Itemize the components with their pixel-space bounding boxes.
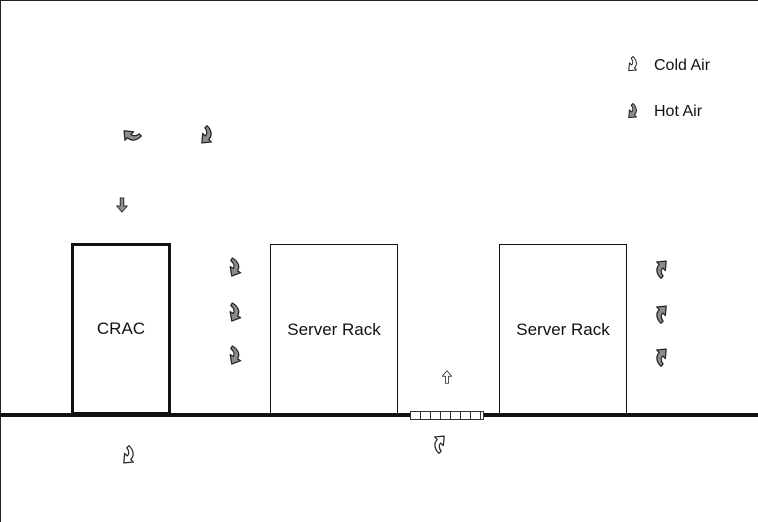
server-rack-1-label: Server Rack [287, 319, 381, 339]
hot-air-arrow-rack1-3 [224, 345, 246, 367]
hot-air-arrow-rack1-1 [224, 257, 246, 279]
hot-air-arrow-crac-up [120, 125, 142, 147]
perforated-floor-tile [410, 411, 484, 420]
hot-air-arrow-into-crac [114, 194, 130, 216]
hot-air-arrow-rack2-3 [650, 345, 672, 367]
hot-air-legend-label: Hot Air [654, 103, 703, 120]
hot-air-arrow-rack2-2 [650, 302, 672, 324]
server-rack-1: Server Rack [270, 244, 398, 415]
hot-air-arrow-top-return [196, 125, 218, 147]
hot-air-legend-icon [624, 103, 642, 121]
server-rack-2: Server Rack [499, 244, 627, 415]
cold-air-arrow-under-floor [118, 445, 140, 467]
hot-air-arrow-rack1-2 [224, 302, 246, 324]
crac-label: CRAC [96, 319, 146, 338]
cold-air-legend-label: Cold Air [654, 57, 711, 74]
raised-floor-line [0, 413, 758, 417]
cold-air-arrow-up-through-tile [440, 366, 454, 388]
cold-air-legend-icon [624, 56, 642, 74]
hot-air-arrow-rack2-1 [650, 257, 672, 279]
crac-unit: CRAC [71, 243, 171, 415]
server-rack-2-label: Server Rack [516, 319, 610, 339]
cold-air-arrow-to-vent [428, 432, 450, 454]
